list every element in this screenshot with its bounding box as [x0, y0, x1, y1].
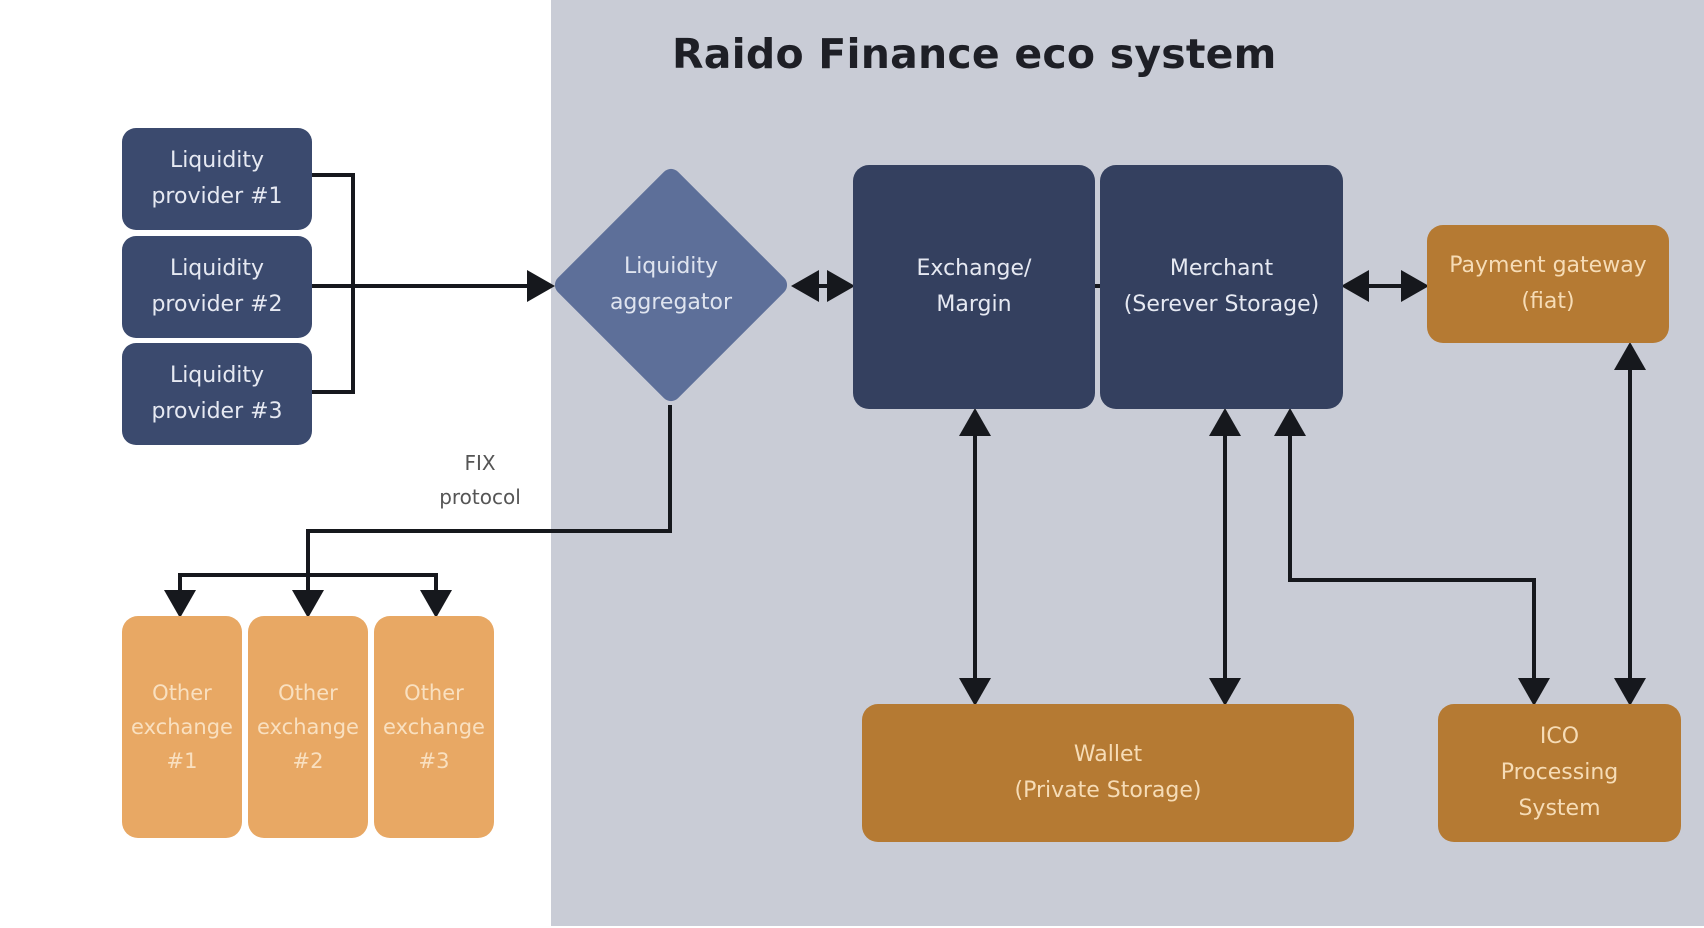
edge-merchant-ico	[1274, 408, 1550, 706]
liquidity-provider-2: Liquidity provider #2	[122, 236, 312, 338]
payment-gateway-label: Payment gateway (fiat)	[1449, 253, 1647, 314]
diagram-title: Raido Finance eco system	[672, 30, 1277, 78]
liquidity-aggregator: Liquidity aggregator	[550, 164, 792, 406]
liquidity-provider-2-label: Liquidity provider #2	[151, 256, 283, 317]
other-exchange-1: Other exchange #1	[122, 616, 242, 838]
liquidity-provider-1-label: Liquidity provider #1	[151, 148, 283, 209]
wallet: Wallet (Private Storage)	[862, 704, 1354, 842]
merchant: Merchant (Serever Storage)	[1100, 165, 1343, 409]
wallet-label: Wallet (Private Storage)	[1014, 742, 1202, 803]
ico-processing-system: ICO Processing System	[1438, 704, 1681, 842]
exchange-margin-label: Exchange/ Margin	[916, 256, 1032, 317]
liquidity-provider-3-label: Liquidity provider #3	[151, 363, 283, 424]
liquidity-provider-1: Liquidity provider #1	[122, 128, 312, 230]
ico-processing-label: ICO Processing System	[1500, 724, 1619, 821]
other-exchange-3-label: Other exchange #3	[383, 681, 485, 773]
fix-protocol-label: FIX protocol	[439, 451, 521, 509]
other-exchange-3: Other exchange #3	[374, 616, 494, 838]
other-exchange-1-label: Other exchange #1	[131, 681, 233, 773]
other-exchange-2-label: Other exchange #2	[257, 681, 359, 773]
other-exchange-2: Other exchange #2	[248, 616, 368, 838]
payment-gateway: Payment gateway (fiat)	[1427, 225, 1669, 343]
liquidity-aggregator-label: Liquidity aggregator	[609, 254, 733, 315]
edge-provider1-bracket	[312, 173, 355, 394]
exchange-margin: Exchange/ Margin	[853, 165, 1095, 409]
liquidity-provider-3: Liquidity provider #3	[122, 343, 312, 445]
merchant-label: Merchant (Serever Storage)	[1123, 256, 1320, 317]
edge-aggregator-fix	[292, 405, 672, 618]
